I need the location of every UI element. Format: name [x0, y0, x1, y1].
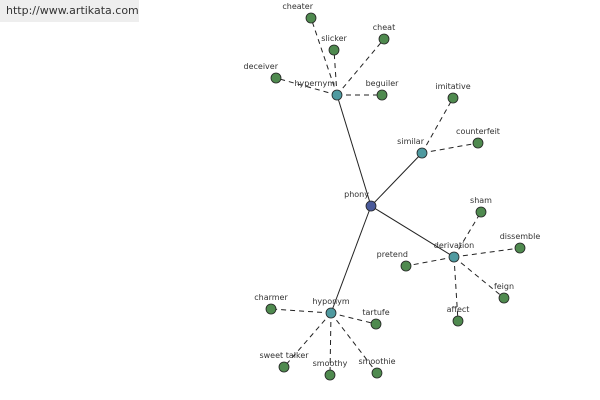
word-beguiler-node[interactable] — [376, 89, 388, 101]
word-deceiver-node[interactable] — [270, 72, 282, 84]
edge-hyponym-sweet-talker — [283, 312, 332, 368]
word-sweet-talker-node[interactable] — [278, 361, 290, 373]
word-imitative-label: imitative — [435, 82, 470, 91]
center-word-node[interactable] — [365, 200, 377, 212]
edge-derivation-affect — [453, 256, 459, 322]
edge-similar-counterfeit — [421, 142, 479, 154]
word-cheat-label: cheat — [373, 23, 395, 32]
edge-center-derivation — [370, 205, 455, 258]
word-deceiver-label: deceiver — [244, 62, 279, 71]
word-dissemble-label: dissemble — [500, 232, 541, 241]
edge-hypernym-cheat — [336, 38, 385, 96]
word-tartufe-node[interactable] — [370, 318, 382, 330]
relation-similar-label: similar — [397, 137, 425, 146]
word-sham-label: sham — [470, 196, 492, 205]
edge-derivation-dissemble — [453, 247, 521, 258]
word-feign-node[interactable] — [498, 292, 510, 304]
word-tartufe-label: tartufe — [362, 308, 389, 317]
edge-derivation-pretend — [405, 256, 455, 267]
word-cheater-node[interactable] — [305, 12, 317, 24]
word-feign-label: feign — [494, 282, 514, 291]
edge-center-similar — [370, 152, 423, 207]
word-pretend-label: pretend — [377, 250, 408, 259]
word-dissemble-node[interactable] — [514, 242, 526, 254]
edge-hyponym-smoothy — [329, 312, 332, 376]
word-smoothie-node[interactable] — [371, 367, 383, 379]
word-sweet-talker-label: sweet talker — [259, 351, 309, 360]
word-imitative-node[interactable] — [447, 92, 459, 104]
word-sham-node[interactable] — [475, 206, 487, 218]
edge-derivation-sham — [453, 211, 482, 258]
relation-similar-node[interactable] — [416, 147, 428, 159]
relation-hypernym-label: hypernym — [294, 79, 335, 88]
word-smoothy-node[interactable] — [324, 369, 336, 381]
relation-hyponym-node[interactable] — [325, 307, 337, 319]
relation-derivation-node[interactable] — [448, 251, 460, 263]
word-slicker-label: slicker — [321, 34, 347, 43]
graph-edges — [270, 17, 521, 376]
word-slicker-node[interactable] — [328, 44, 340, 56]
word-beguiler-label: beguiler — [366, 79, 400, 88]
graph-nodes: cheater slicker cheat deceiver beguiler imita… — [244, 2, 541, 381]
word-affect-node[interactable] — [452, 315, 464, 327]
relation-hypernym-node[interactable] — [331, 89, 343, 101]
edge-similar-imitative — [421, 97, 454, 154]
word-cheater-label: cheater — [282, 2, 313, 11]
word-counterfeit-node[interactable] — [472, 137, 484, 149]
edge-center-hypernym — [336, 94, 372, 207]
edge-hyponym-tartufe — [330, 312, 377, 325]
edge-hyponym-charmer — [270, 308, 332, 314]
edge-derivation-feign — [453, 256, 505, 299]
edge-hyponym-smoothie — [330, 312, 378, 374]
relation-hyponym-label: hyponym — [312, 297, 350, 306]
edge-hypernym-cheater — [310, 17, 338, 96]
source-url-link[interactable]: http://www.artikata.com — [0, 0, 139, 22]
edge-hypernym-slicker — [333, 49, 338, 96]
word-counterfeit-label: counterfeit — [456, 127, 500, 136]
edge-center-hyponym — [330, 205, 372, 314]
relation-derivation-label: derivation — [434, 241, 474, 250]
word-pretend-node[interactable] — [400, 260, 412, 272]
word-charmer-node[interactable] — [265, 303, 277, 315]
word-affect-label: affect — [447, 305, 470, 314]
center-word-label: phony — [344, 190, 369, 199]
word-smoothy-label: smoothy — [313, 359, 348, 368]
edge-hypernym-deceiver — [275, 77, 338, 96]
word-charmer-label: charmer — [254, 293, 288, 302]
word-cheat-node[interactable] — [378, 33, 390, 45]
word-smoothie-label: smoothie — [358, 357, 395, 366]
